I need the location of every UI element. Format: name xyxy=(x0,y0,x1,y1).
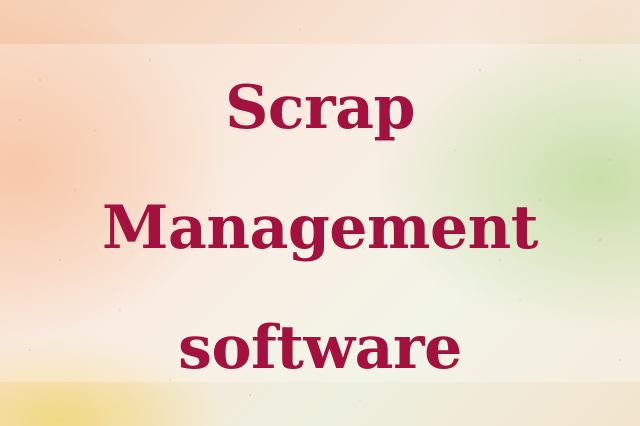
page-title: Scrap Management software xyxy=(0,48,640,408)
title-line-2: Management xyxy=(102,193,538,263)
title-line-1: Scrap xyxy=(225,73,415,143)
title-line-3: software xyxy=(178,313,462,383)
light-center-band xyxy=(0,44,640,382)
